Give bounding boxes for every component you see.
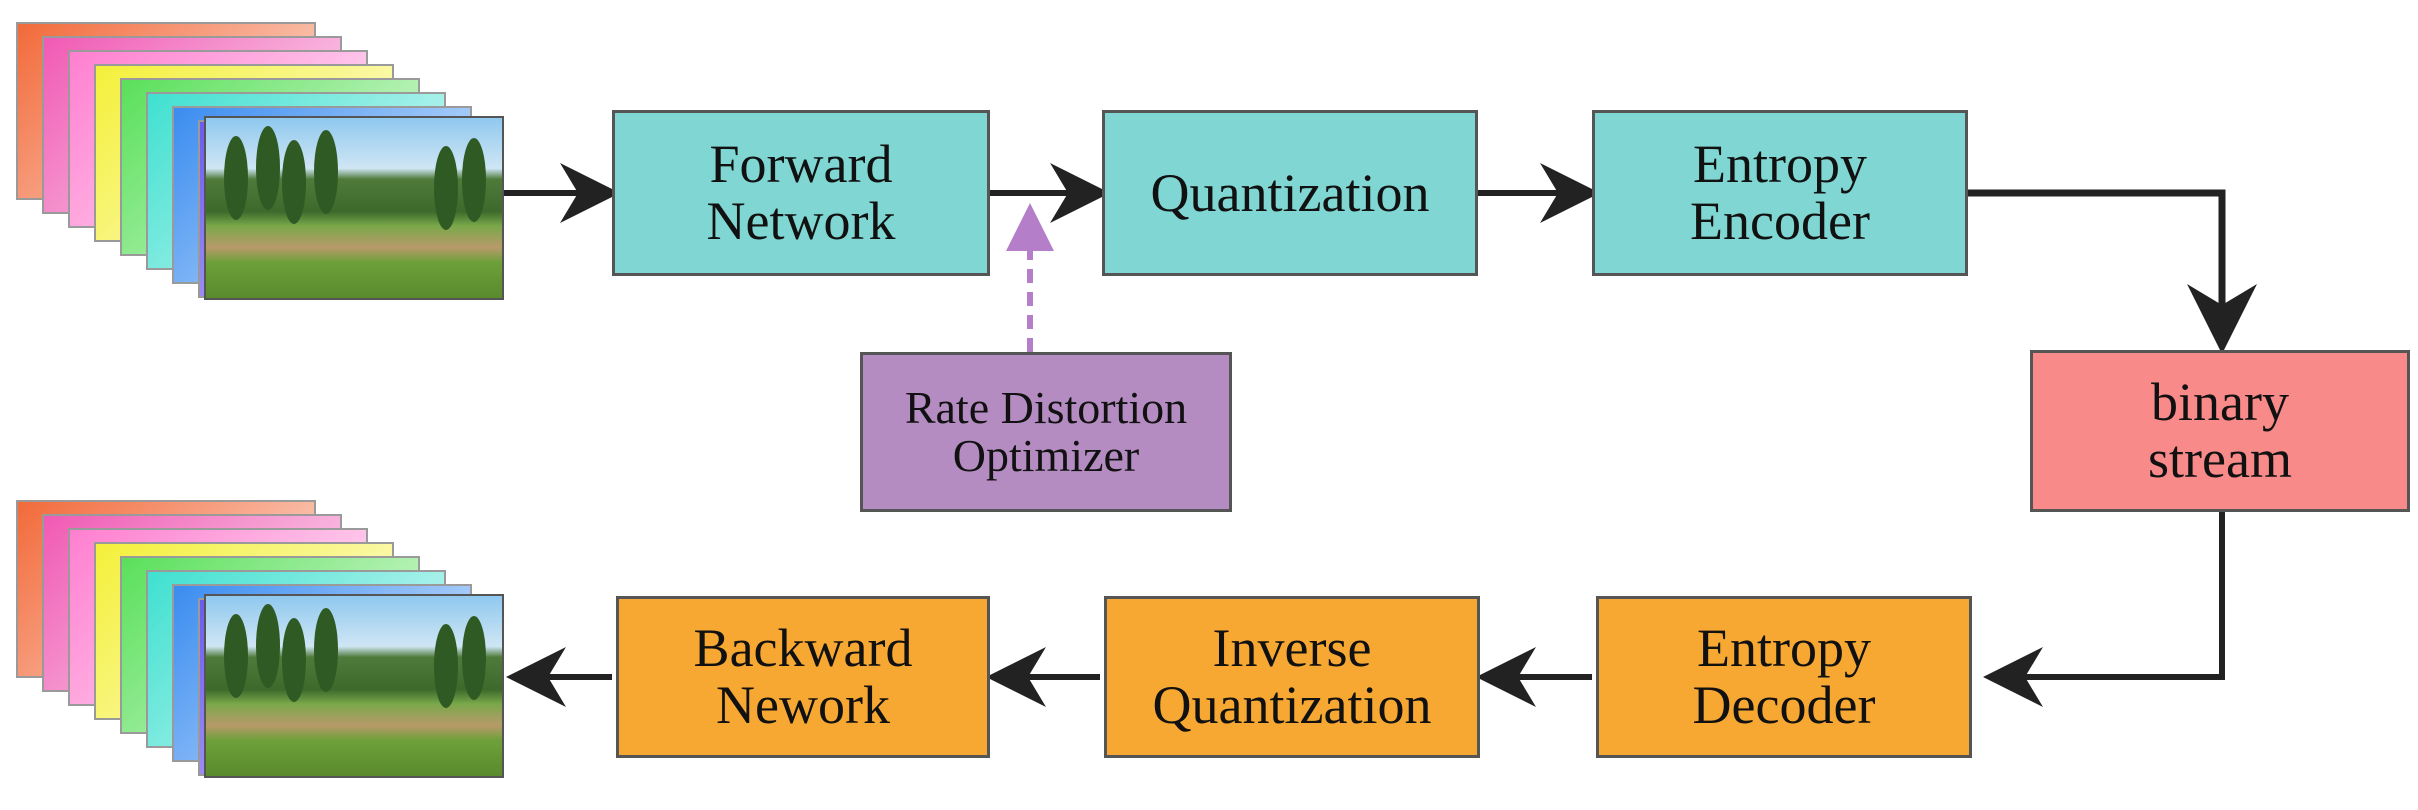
binary-stream-box: binary stream	[2030, 350, 2410, 512]
quantization-label: Quantization	[1150, 162, 1430, 223]
entropy-encoder-label: Entropy Encoder	[1690, 134, 1870, 251]
input-frames-stack	[16, 22, 504, 322]
inverse-quantization-label: Inverse Quantization	[1152, 618, 1432, 735]
entropy-decoder-box: Entropy Decoder	[1596, 596, 1972, 758]
forward-network-box: Forward Network	[612, 110, 990, 276]
inverse-quantization-box: Inverse Quantization	[1104, 596, 1480, 758]
binary-stream-label: binary stream	[2148, 372, 2292, 489]
landscape-frame-image	[204, 594, 504, 778]
arrow-binary-stream-to-entropy-decoder	[1983, 512, 2225, 707]
trees-icon	[224, 604, 486, 708]
trees-icon	[224, 126, 486, 230]
arrow-entropy-encoder-to-binary-stream	[1968, 189, 2257, 354]
forward-network-label: Forward Network	[706, 134, 896, 251]
backward-network-box: Backward Nework	[616, 596, 990, 758]
landscape-frame-image	[204, 116, 504, 300]
rate-distortion-optimizer-box: Rate Distortion Optimizer	[860, 352, 1232, 512]
output-frames-stack	[16, 500, 504, 800]
quantization-box: Quantization	[1102, 110, 1478, 276]
backward-network-label: Backward Nework	[693, 618, 913, 735]
rate-distortion-optimizer-label: Rate Distortion Optimizer	[904, 381, 1188, 481]
entropy-decoder-label: Entropy Decoder	[1692, 618, 1876, 735]
entropy-encoder-box: Entropy Encoder	[1592, 110, 1968, 276]
